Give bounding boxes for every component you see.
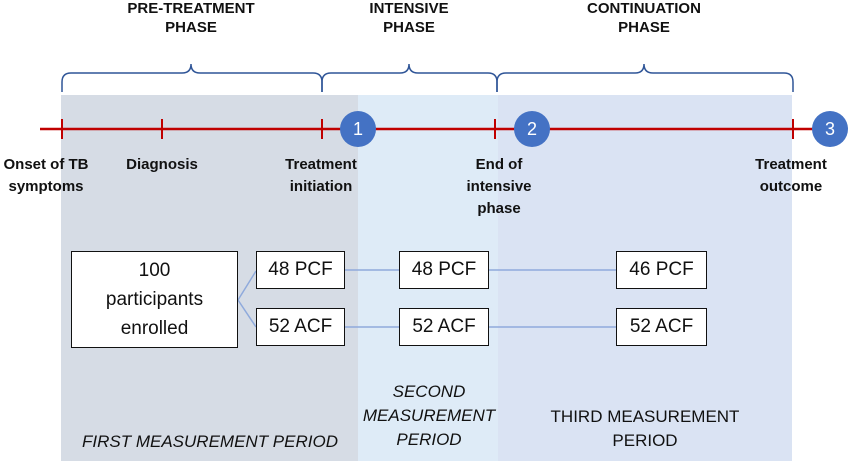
measurement-marker-3: 3 (812, 111, 848, 147)
continuation-brace (496, 63, 794, 92)
event-label-onset: Onset of TB symptoms (3, 156, 89, 195)
pre-treatment-brace (61, 63, 323, 92)
event-label-end-intensive: End of intensive phase (466, 156, 532, 217)
intensive-brace (321, 63, 498, 92)
period-label-second: SECOND MEASUREMENT PERIOD (362, 382, 496, 449)
phase-label-continuation: CONTINUATION PHASE (587, 0, 701, 36)
event-label-diagnosis: Diagnosis (126, 156, 198, 173)
pcf-box-2: 48 PCF (399, 251, 489, 289)
measurement-marker-1: 1 (340, 111, 376, 147)
enrollment-box: 100 participants enrolled (71, 251, 238, 348)
period-label-first: FIRST MEASUREMENT PERIOD (82, 432, 338, 451)
acf-box-2: 52 ACF (399, 308, 489, 346)
pcf-box-3: 46 PCF (616, 251, 707, 289)
phase-label-pre-treatment: PRE-TREATMENT PHASE (127, 0, 255, 36)
pcf-box-1: 48 PCF (256, 251, 345, 289)
measurement-marker-2: 2 (514, 111, 550, 147)
event-label-initiation: Treatment initiation (285, 156, 357, 195)
split-connector-acf (237, 299, 257, 328)
period-label-third: THIRD MEASUREMENT PERIOD (550, 407, 740, 450)
acf-box-3: 52 ACF (616, 308, 707, 346)
split-connector-pcf (237, 270, 257, 301)
phase-label-intensive: INTENSIVE PHASE (369, 0, 449, 36)
acf-box-1: 52 ACF (256, 308, 345, 346)
event-label-outcome: Treatment outcome (755, 156, 827, 195)
enrollment-label: 100 participants enrolled (105, 260, 204, 339)
